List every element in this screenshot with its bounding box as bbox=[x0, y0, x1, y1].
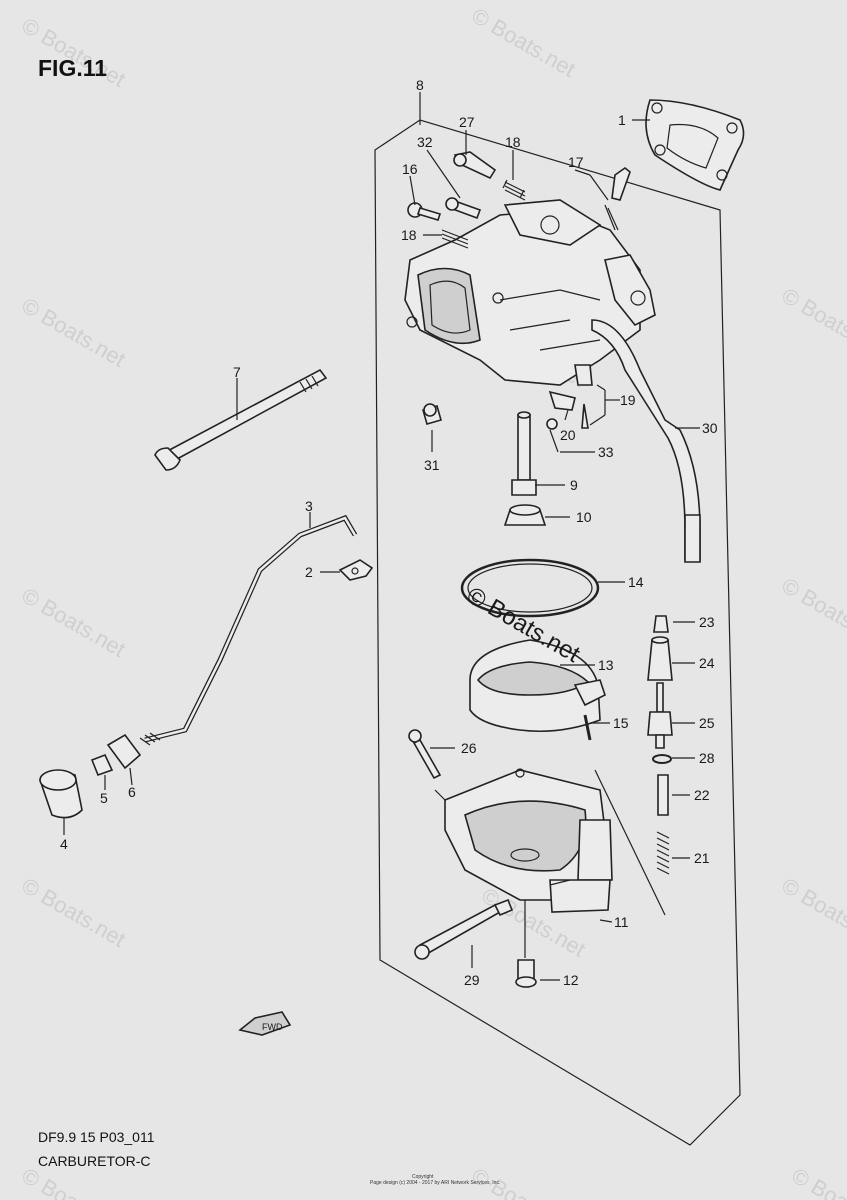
float-bowl-seal bbox=[460, 558, 600, 618]
fwd-text: FWD bbox=[262, 1022, 283, 1032]
label-part-12: 12 bbox=[563, 972, 579, 988]
screw-17 bbox=[604, 167, 631, 231]
label-part-14: 14 bbox=[628, 574, 644, 590]
label-part-23: 23 bbox=[699, 614, 715, 630]
figure-title: FIG.11 bbox=[38, 55, 107, 81]
float-bowl bbox=[444, 768, 613, 913]
watermark-6: © Boats.net bbox=[18, 583, 130, 662]
label-part-20: 20 bbox=[560, 427, 576, 443]
label-part-10: 10 bbox=[576, 509, 592, 525]
label-part-30: 30 bbox=[702, 420, 718, 436]
watermark-3: © Boats.net bbox=[18, 293, 130, 372]
watermark-2: © Boats.net bbox=[468, 3, 580, 82]
watermark-10: © Boats.net bbox=[778, 873, 847, 952]
section-name: CARBURETOR-C bbox=[38, 1153, 151, 1169]
label-part-21: 21 bbox=[694, 850, 710, 866]
label-part-3: 3 bbox=[305, 498, 313, 514]
label-part-8: 8 bbox=[416, 77, 424, 93]
screw-32 bbox=[445, 197, 482, 220]
rod-clip bbox=[338, 559, 374, 581]
model-code: DF9.9 15 P03_011 bbox=[38, 1129, 155, 1145]
knob-assembly bbox=[39, 733, 142, 819]
label-part-31: 31 bbox=[424, 457, 440, 473]
label-part-24: 24 bbox=[699, 655, 715, 671]
label-part-32: 32 bbox=[417, 134, 433, 150]
label-part-11: 11 bbox=[614, 914, 629, 930]
label-part-4: 4 bbox=[60, 836, 68, 852]
pilot-screw bbox=[453, 151, 497, 180]
label-part-15: 15 bbox=[613, 715, 629, 731]
label-part-26: 26 bbox=[461, 740, 477, 756]
label-part-18-lower: 18 bbox=[401, 227, 417, 243]
nozzle-cap bbox=[503, 504, 547, 526]
label-part-5: 5 bbox=[100, 790, 108, 806]
spring-18-lower bbox=[441, 229, 469, 249]
float bbox=[469, 639, 606, 732]
float-pin bbox=[583, 714, 592, 741]
drain-screw bbox=[515, 959, 537, 988]
leader-lines bbox=[63, 92, 700, 981]
choke-rod bbox=[139, 514, 358, 746]
label-part-7: 7 bbox=[233, 364, 241, 380]
bowl-screw bbox=[408, 729, 442, 780]
right-column-parts bbox=[647, 615, 673, 875]
watermark-8: © Boats.net bbox=[18, 873, 130, 952]
label-part-19: 19 bbox=[620, 392, 636, 408]
carburetor-body bbox=[404, 199, 656, 386]
label-part-29: 29 bbox=[464, 972, 480, 988]
choke-shaft bbox=[414, 898, 514, 960]
label-part-16: 16 bbox=[402, 161, 418, 177]
label-part-1: 1 bbox=[618, 112, 626, 128]
watermark-7: © Boats.net bbox=[778, 573, 847, 652]
main-nozzle bbox=[511, 411, 537, 496]
copyright-line-2: Page design (c) 2004 - 2017 by ARI Netwo… bbox=[370, 1180, 500, 1186]
watermark-4: © Boats.net bbox=[778, 283, 847, 362]
fwd-marker: FWD bbox=[238, 1011, 292, 1036]
copyright-line-1: Copyright bbox=[412, 1174, 434, 1180]
label-part-33: 33 bbox=[598, 444, 614, 460]
watermark-13: © Boats.net bbox=[788, 1163, 847, 1200]
label-part-2: 2 bbox=[305, 564, 313, 580]
label-part-27: 27 bbox=[459, 114, 475, 130]
label-part-18-top: 18 bbox=[505, 134, 521, 150]
fuel-hose bbox=[591, 319, 701, 563]
gasket bbox=[645, 99, 745, 191]
label-part-22: 22 bbox=[694, 787, 710, 803]
spring-18-top bbox=[502, 179, 526, 201]
needle-set bbox=[546, 364, 593, 430]
label-part-9: 9 bbox=[570, 477, 578, 493]
part-labels: 1 2 3 4 5 6 7 8 9 10 11 12 13 14 15 16 1… bbox=[60, 77, 718, 988]
long-bolt bbox=[154, 368, 328, 471]
label-part-17: 17 bbox=[568, 154, 584, 170]
label-part-25: 25 bbox=[699, 715, 715, 731]
screw-16 bbox=[407, 202, 442, 221]
label-part-28: 28 bbox=[699, 750, 715, 766]
small-screw-31 bbox=[422, 403, 442, 425]
label-part-13: 13 bbox=[598, 657, 614, 673]
label-part-6: 6 bbox=[128, 784, 136, 800]
